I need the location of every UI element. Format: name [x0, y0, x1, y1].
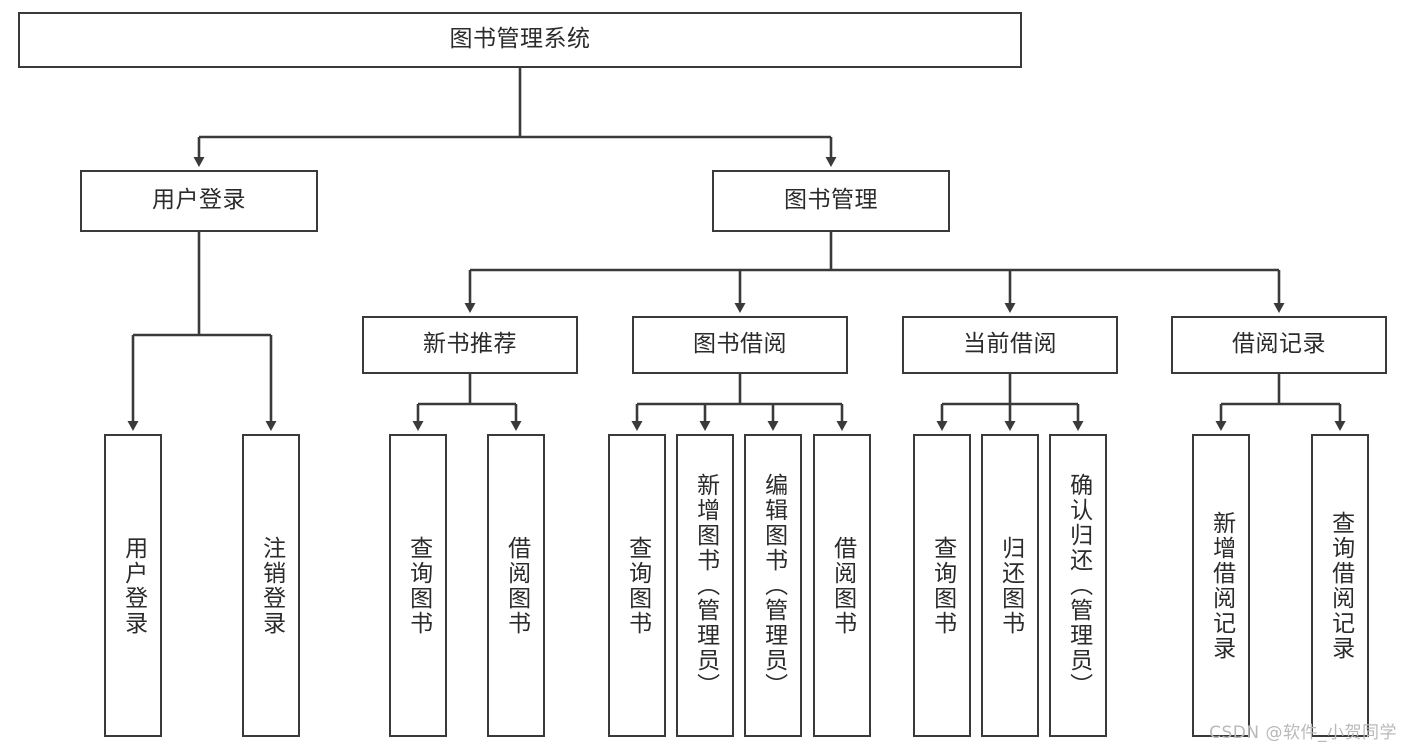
leaf-new-book-borrow[interactable]: 借阅图书 — [487, 434, 545, 737]
node-label: 新增图书（管理员） — [692, 473, 719, 698]
node-book-management[interactable]: 图书管理 — [712, 170, 950, 232]
node-label: 借阅记录 — [1232, 331, 1326, 358]
node-label: 用户登录 — [120, 535, 147, 636]
node-borrow-record[interactable]: 借阅记录 — [1171, 316, 1387, 374]
node-book-borrow[interactable]: 图书借阅 — [632, 316, 848, 374]
node-label: 注销登录 — [258, 535, 285, 636]
node-label: 查询借阅记录 — [1327, 510, 1354, 661]
node-root-system[interactable]: 图书管理系统 — [18, 12, 1022, 68]
leaf-user-login-signin[interactable]: 用户登录 — [104, 434, 162, 737]
node-label: 借阅图书 — [829, 535, 856, 636]
node-label: 图书管理 — [784, 187, 878, 214]
leaf-borrow-record-query[interactable]: 查询借阅记录 — [1311, 434, 1369, 737]
node-label: 查询图书 — [624, 535, 651, 636]
node-label: 用户登录 — [152, 187, 246, 214]
leaf-book-borrow-lend[interactable]: 借阅图书 — [813, 434, 871, 737]
leaf-current-borrow-query[interactable]: 查询图书 — [913, 434, 971, 737]
node-label: 编辑图书（管理员） — [760, 473, 787, 698]
node-label: 查询图书 — [405, 535, 432, 636]
node-current-borrow[interactable]: 当前借阅 — [902, 316, 1118, 374]
leaf-book-borrow-query[interactable]: 查询图书 — [608, 434, 666, 737]
node-label: 新书推荐 — [423, 331, 517, 358]
leaf-new-book-query[interactable]: 查询图书 — [389, 434, 447, 737]
leaf-book-borrow-edit[interactable]: 编辑图书（管理员） — [744, 434, 802, 737]
node-label: 图书借阅 — [693, 331, 787, 358]
leaf-book-borrow-add[interactable]: 新增图书（管理员） — [676, 434, 734, 737]
leaf-borrow-record-add[interactable]: 新增借阅记录 — [1192, 434, 1250, 737]
leaf-current-borrow-return[interactable]: 归还图书 — [981, 434, 1039, 737]
node-new-book-recommend[interactable]: 新书推荐 — [362, 316, 578, 374]
node-user-login[interactable]: 用户登录 — [80, 170, 318, 232]
node-label: 查询图书 — [929, 535, 956, 636]
node-label: 借阅图书 — [503, 535, 530, 636]
node-label: 新增借阅记录 — [1208, 510, 1235, 661]
node-label: 图书管理系统 — [449, 26, 591, 53]
leaf-user-login-signout[interactable]: 注销登录 — [242, 434, 300, 737]
node-label: 当前借阅 — [963, 331, 1057, 358]
node-label: 归还图书 — [997, 535, 1024, 636]
node-label: 确认归还（管理员） — [1065, 473, 1092, 698]
leaf-current-borrow-confirm-return[interactable]: 确认归还（管理员） — [1049, 434, 1107, 737]
